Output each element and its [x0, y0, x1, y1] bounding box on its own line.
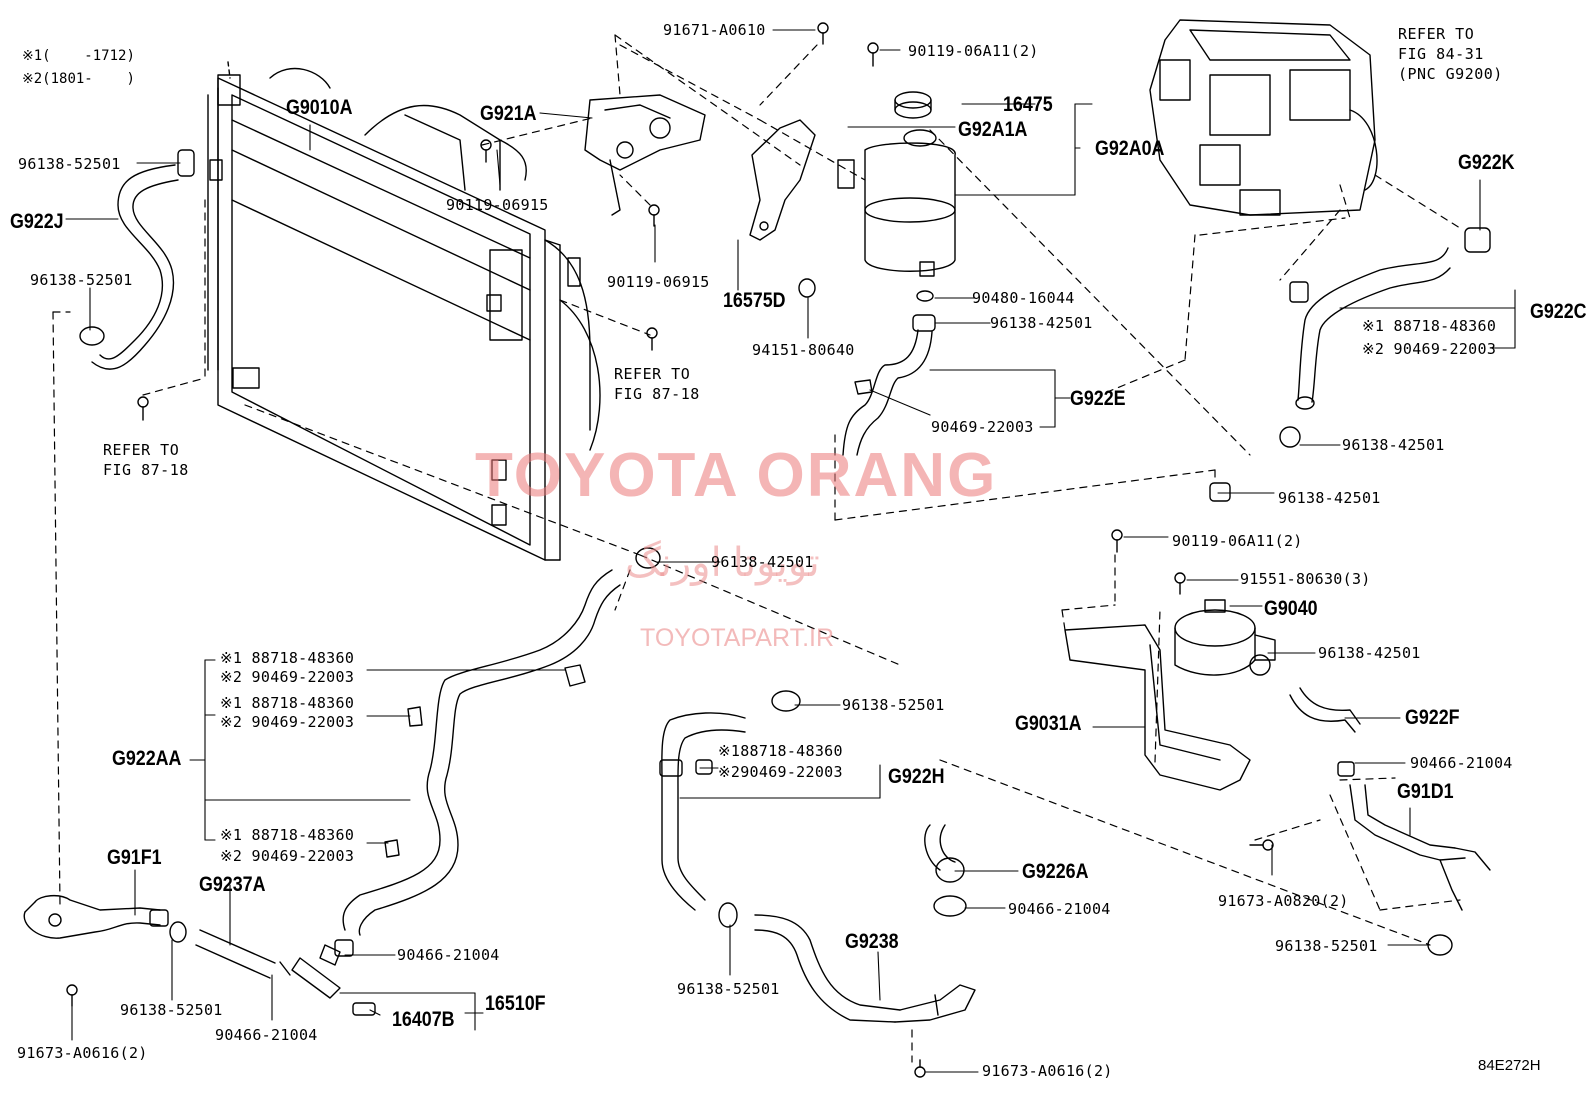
label-g922h[interactable]: G922H	[888, 765, 945, 788]
label-96138-42501[interactable]: 96138-42501	[1318, 644, 1421, 662]
label-16475[interactable]: 16475	[1003, 93, 1053, 116]
watermark-brand: TOYOTA ORANG	[475, 441, 998, 510]
label-88718-48360[interactable]: ※1 88718-48360	[220, 826, 355, 844]
label-16510f[interactable]: 16510F	[485, 992, 546, 1015]
production-note-1: ※1( -1712)	[22, 48, 135, 64]
hose-g922c	[1279, 227, 1491, 448]
refer-fig-87-18-center[interactable]: REFER TO FIG 87-18	[614, 365, 700, 403]
label-90480-16044[interactable]: 90480-16044	[972, 289, 1075, 307]
label-g922f[interactable]: G922F	[1405, 706, 1460, 729]
label-g922c[interactable]: G922C	[1530, 300, 1587, 323]
inverter-assembly	[1149, 19, 1378, 216]
label-g922e[interactable]: G922E	[1070, 387, 1126, 410]
label-g92a1a[interactable]: G92A1A	[958, 118, 1028, 141]
label-g9238[interactable]: G9238	[845, 930, 899, 953]
water-pump-assembly	[1064, 482, 1276, 791]
bracket-g921a	[584, 94, 706, 216]
watermark-site: TOYOTAPART.IR	[640, 624, 835, 652]
label-96138-42501[interactable]: 96138-42501	[990, 314, 1093, 332]
leader-lines	[65, 29, 1516, 1073]
label-g922k[interactable]: G922K	[1458, 151, 1515, 174]
hose-g922aa	[334, 547, 661, 957]
label-90466-21004[interactable]: 90466-21004	[397, 946, 500, 964]
label-88718-48360[interactable]: ※1 88718-48360	[1362, 317, 1497, 335]
radiator-assembly	[207, 61, 601, 561]
label-g91d1[interactable]: G91D1	[1397, 780, 1454, 803]
label-88718-48360[interactable]: ※1 88718-48360	[220, 694, 355, 712]
hose-g9226a	[924, 824, 967, 917]
hose-g922f-g91d1	[1249, 687, 1491, 956]
label-96138-52501[interactable]: 96138-52501	[30, 271, 133, 289]
label-96138-52501[interactable]: 96138-52501	[120, 1001, 223, 1019]
label-g922aa[interactable]: G922AA	[112, 747, 182, 770]
label-90119-06915[interactable]: 90119-06915	[446, 196, 549, 214]
hose-g922h	[659, 690, 801, 911]
label-g921a[interactable]: G921A	[480, 102, 537, 125]
label-g9040[interactable]: G9040	[1264, 597, 1318, 620]
hose-g922e	[842, 314, 936, 456]
label-g922j[interactable]: G922J	[10, 210, 64, 233]
label-96138-42501[interactable]: 96138-42501	[711, 553, 814, 571]
label-90466-21004[interactable]: 90466-21004	[215, 1026, 318, 1044]
bracket-16575d	[749, 119, 816, 241]
label-96138-52501[interactable]: 96138-52501	[18, 155, 121, 173]
label-16407b[interactable]: 16407B	[392, 1008, 455, 1031]
label-16575d[interactable]: 16575D	[723, 289, 786, 312]
label-90469-22003[interactable]: ※290469-22003	[718, 763, 843, 781]
dashed-lines	[52, 34, 1461, 1063]
label-88718-48360[interactable]: ※188718-48360	[718, 742, 843, 760]
label-96138-52501[interactable]: 96138-52501	[677, 980, 780, 998]
label-91673-a0616[interactable]: 91673-A0616(2)	[17, 1044, 148, 1062]
production-note-2: ※2(1801- )	[22, 71, 135, 87]
label-90119-06915[interactable]: 90119-06915	[607, 273, 710, 291]
label-90469-22003[interactable]: ※2 90469-22003	[220, 847, 355, 865]
refer-fig-84-31[interactable]: REFER TO FIG 84-31 (PNC G9200)	[1398, 25, 1503, 83]
label-g9237a[interactable]: G9237A	[199, 873, 266, 896]
label-90119-06a11[interactable]: 90119-06A11(2)	[1172, 532, 1303, 550]
label-88718-48360[interactable]: ※1 88718-48360	[220, 649, 355, 667]
figure-number: 84E272H	[1478, 1057, 1541, 1074]
label-91551-80630[interactable]: 91551-80630(3)	[1240, 570, 1371, 588]
label-94151-80640[interactable]: 94151-80640	[752, 341, 855, 359]
label-91673-a0616[interactable]: 91673-A0616(2)	[982, 1062, 1113, 1080]
reservoir-tank	[837, 91, 956, 302]
bolt-parts	[137, 22, 879, 421]
label-90466-21004[interactable]: 90466-21004	[1410, 754, 1513, 772]
label-g92a0a[interactable]: G92A0A	[1095, 137, 1165, 160]
label-g9010a[interactable]: G9010A	[286, 96, 353, 119]
lower-hoses-left	[23, 895, 376, 1016]
label-90469-22003[interactable]: ※2 90469-22003	[1362, 340, 1497, 358]
label-96138-52501[interactable]: 96138-52501	[1275, 937, 1378, 955]
label-90469-22003[interactable]: 90469-22003	[931, 418, 1034, 436]
label-96138-42501[interactable]: 96138-42501	[1278, 489, 1381, 507]
label-96138-52501[interactable]: 96138-52501	[842, 696, 945, 714]
label-90469-22003[interactable]: ※2 90469-22003	[220, 668, 355, 686]
refer-fig-87-18-left[interactable]: REFER TO FIG 87-18	[103, 441, 189, 479]
hose-g922j	[79, 149, 195, 370]
label-g9031a[interactable]: G9031A	[1015, 712, 1082, 735]
label-90119-06a11[interactable]: 90119-06A11(2)	[908, 42, 1039, 60]
label-91673-a0820[interactable]: 91673-A0820(2)	[1218, 892, 1349, 910]
pipe-g9238	[718, 902, 976, 1078]
label-90466-21004[interactable]: 90466-21004	[1008, 900, 1111, 918]
label-g9226a[interactable]: G9226A	[1022, 860, 1089, 883]
label-90469-22003[interactable]: ※2 90469-22003	[220, 713, 355, 731]
label-96138-42501[interactable]: 96138-42501	[1342, 436, 1445, 454]
label-91671-a0610[interactable]: 91671-A0610	[663, 21, 766, 39]
watermark-persian: تویوتا اورنگ	[625, 541, 820, 585]
label-g91f1[interactable]: G91F1	[107, 846, 162, 869]
